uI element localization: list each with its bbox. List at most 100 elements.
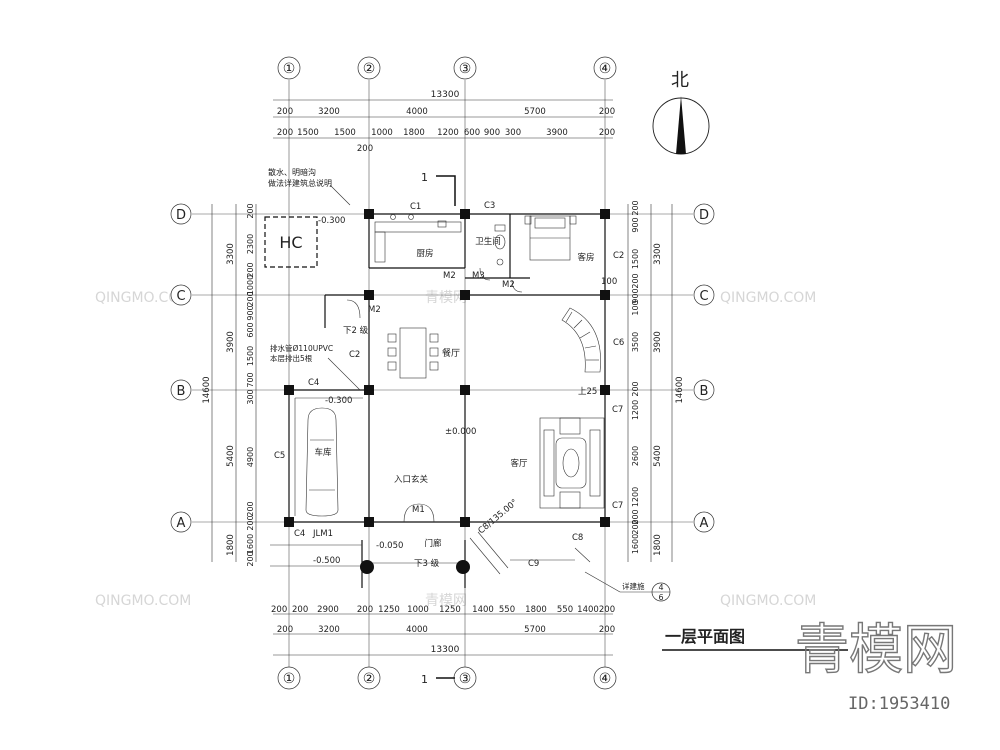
- detail-ref-text: 详建施: [622, 581, 645, 591]
- hc-box: HC -0.300: [264, 216, 345, 268]
- left-dim-3: 5400: [226, 445, 236, 467]
- section-mark-top: 1: [421, 171, 428, 184]
- tag-m1: M1: [412, 505, 425, 515]
- side-steps: [469, 531, 591, 575]
- spiral-stair: [561, 307, 601, 373]
- right-dim2-14: 1600: [631, 534, 640, 554]
- top-dim2-6: 1200: [437, 128, 459, 138]
- top-dim2-10: 3900: [546, 128, 568, 138]
- tag-c2-right: C2: [613, 251, 624, 261]
- left-dim2-12: 200: [246, 501, 255, 516]
- tag-m3: M3: [472, 271, 485, 281]
- top-dim3-1: 200: [357, 144, 373, 154]
- site-logo-watermark: 青模网 ID:1953410: [794, 617, 957, 714]
- left-dim2-2: 2300: [246, 234, 255, 254]
- image-id: ID:1953410: [848, 694, 950, 714]
- room-bath: 卫生间: [475, 236, 501, 247]
- bottom-dim2-1: 200: [271, 605, 287, 615]
- bottom-dim-4: 5700: [524, 625, 546, 635]
- kitchen-fixtures: [374, 214, 462, 263]
- right-dim-1: 3300: [653, 243, 663, 265]
- columns: [284, 209, 610, 574]
- grid-bubbles-y: D C B A D C B A: [170, 203, 715, 533]
- room-kitchen: 厨房: [416, 248, 433, 259]
- bottom-dimensions: 200 200 2900 200 1250 1000 1250 1400 550…: [271, 605, 615, 656]
- tag-c7-top: C7: [612, 405, 623, 415]
- left-dim2-5: 200: [246, 291, 255, 306]
- note-pipe-2: 本层排出5根: [270, 353, 313, 363]
- north-label: 北: [671, 70, 689, 91]
- tag-m2-guest: M2: [502, 280, 515, 290]
- guest-bed: [524, 215, 577, 261]
- left-dim2-3: 200: [246, 262, 255, 277]
- grid-label-4-bottom: ④: [599, 671, 612, 687]
- left-dim2-4: 1000: [246, 275, 255, 295]
- room-living: 客厅: [510, 458, 528, 469]
- right-dim2-9: 1200: [631, 400, 640, 420]
- tag-c5: C5: [274, 451, 285, 461]
- top-dim-5: 200: [599, 107, 615, 117]
- watermark-layer: QINGMO.COM QINGMO.COM QINGMO.COM QINGMO.…: [95, 290, 816, 609]
- bottom-dim2-6: 1000: [407, 605, 429, 615]
- left-dim-4: 1800: [226, 534, 236, 556]
- step-2: 下2 级: [343, 325, 369, 336]
- bottom-dim2-9: 550: [499, 605, 515, 615]
- right-dim2-7: 3500: [631, 332, 640, 352]
- room-dining: 餐厅: [442, 347, 460, 359]
- c8-angle: C8/135.00°: [477, 498, 520, 537]
- grid-label-d-left: D: [176, 208, 186, 223]
- bottom-dim2-11: 550: [557, 605, 573, 615]
- right-dim-2: 3900: [653, 331, 663, 353]
- grid-label-b-right: B: [700, 384, 709, 399]
- grid-label-2-bottom: ②: [363, 671, 376, 687]
- watermark-cn: 青模网: [425, 290, 467, 306]
- grid-bubbles-x: ① ② ③ ④ ① ② ③ ④: [277, 56, 617, 690]
- room-labels: 厨房 卫生间 客房 餐厅 车库 入口玄关 客厅 门廊: [314, 236, 594, 549]
- bottom-dim2-3: 2900: [317, 605, 339, 615]
- grid-label-a-left: A: [177, 516, 186, 531]
- top-dim-2: 3200: [318, 107, 340, 117]
- left-dim2-7: 600: [246, 322, 255, 337]
- bottom-dim2-12: 1400: [577, 605, 599, 615]
- top-dim2-9: 300: [505, 128, 521, 138]
- opening-tags: C1 C3 C2 C2 C4 C5 C6 C7 C7 C8 C9 C4 M1 M…: [274, 201, 624, 569]
- bottom-dim-5: 200: [599, 625, 615, 635]
- left-total-dim: 14600: [202, 376, 212, 403]
- tag-c4-top: C4: [308, 378, 319, 388]
- living-sofa: [539, 417, 605, 509]
- right-dim2-10: 2600: [631, 446, 640, 466]
- grid-label-4-top: ④: [599, 61, 612, 77]
- car: [305, 407, 339, 517]
- hc-label: HC: [279, 233, 302, 252]
- watermark-site: QINGMO.COM: [720, 290, 816, 306]
- detail-num: 4: [658, 583, 663, 592]
- level-entry: ±0.000: [445, 427, 476, 437]
- right-dim2-11: 1200: [631, 487, 640, 507]
- bottom-dim2-8: 1400: [472, 605, 494, 615]
- right-dim-3: 5400: [653, 445, 663, 467]
- right-dim2-6: 100: [631, 300, 640, 315]
- note-drain-2: 做法详建筑总说明: [268, 178, 332, 188]
- grid-label-1-top: ①: [283, 61, 296, 77]
- tag-m2-dining: M2: [368, 305, 381, 315]
- tag-c3: C3: [484, 201, 495, 211]
- right-dim2-5: 900: [631, 288, 640, 303]
- grid-label-c-right: C: [699, 289, 708, 304]
- room-porch: 门廊: [424, 538, 442, 549]
- left-dim-2: 3900: [226, 331, 236, 353]
- right-total-dim: 14600: [675, 376, 685, 403]
- room-entrance: 入口玄关: [394, 474, 429, 485]
- level-hc: -0.300: [318, 216, 345, 226]
- level-up: 上25: [578, 387, 597, 397]
- right-dim2-2: 900: [631, 217, 640, 232]
- bottom-dim-1: 200: [277, 625, 293, 635]
- top-dim2-8: 900: [484, 128, 500, 138]
- left-dim2-6: 900: [246, 305, 255, 320]
- grid-label-1-bottom: ①: [283, 671, 296, 687]
- grid-label-a-right: A: [700, 516, 709, 531]
- level-garage: -0.300: [325, 396, 352, 406]
- bottom-dim2-7: 1250: [439, 605, 461, 615]
- top-dim2-1: 200: [277, 128, 293, 138]
- tag-m2-kitchen: M2: [443, 271, 456, 281]
